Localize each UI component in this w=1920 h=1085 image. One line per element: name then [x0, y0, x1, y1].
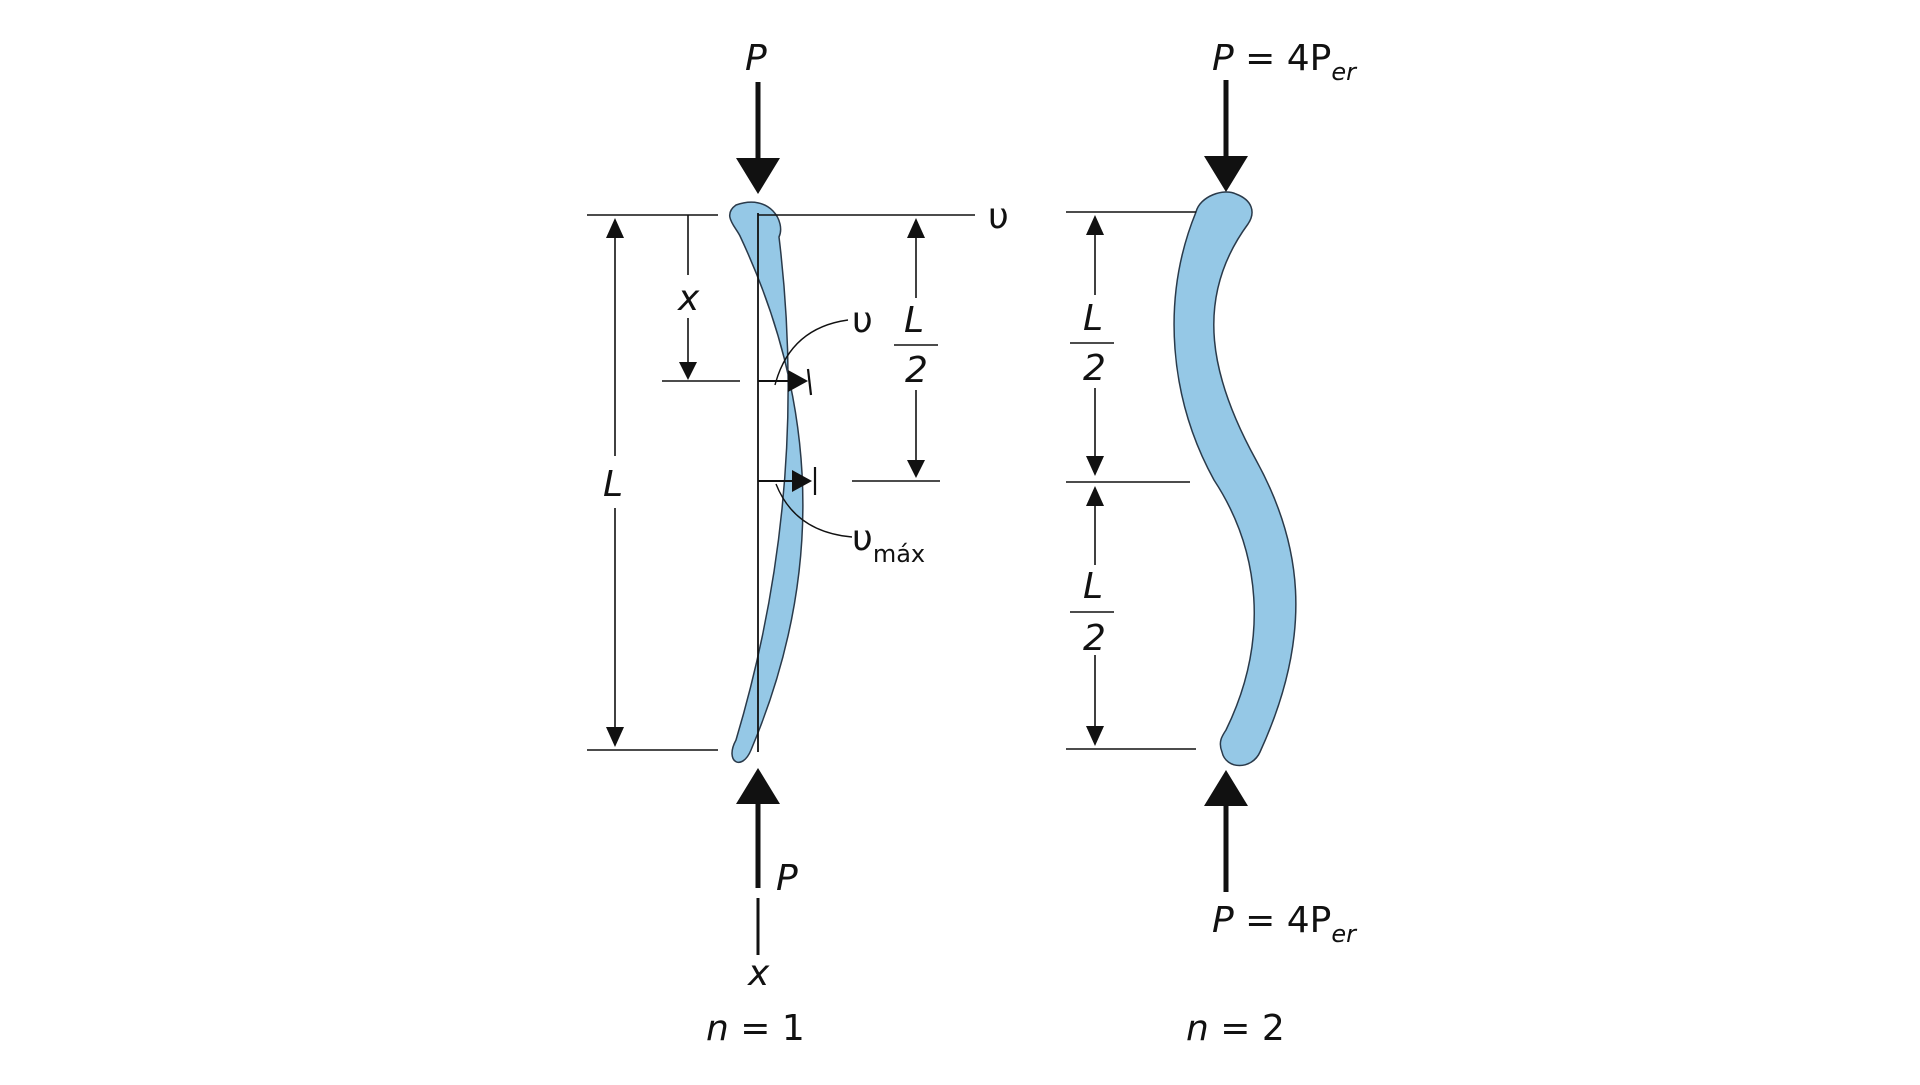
right-top-load-label: P = 4Per — [1212, 38, 1358, 86]
left-vmax-sub: máx — [873, 540, 925, 568]
right-bottom-load-rest: = 4P — [1234, 900, 1332, 941]
right-mode-label: n = 2 — [1186, 1008, 1285, 1049]
right-top-load-main: P — [1212, 38, 1234, 79]
left-half-numerator: L — [904, 300, 924, 341]
left-diagram: P υ P x L — [587, 38, 1009, 1049]
left-L-dimension — [587, 214, 718, 751]
left-top-load-label: P — [745, 38, 767, 79]
right-top-load-sub: er — [1331, 58, 1358, 86]
left-buckled-column — [729, 201, 804, 763]
right-mode-eq: = 2 — [1209, 1008, 1285, 1049]
right-upper-half-dimension — [1070, 215, 1114, 476]
left-half-L-dimension — [852, 218, 940, 482]
right-bottom-load-sub: er — [1331, 920, 1358, 948]
right-lower-half-dimension — [1070, 486, 1114, 746]
right-mode-n: n — [1186, 1008, 1209, 1049]
right-lower-half-numerator: L — [1083, 566, 1103, 607]
left-L-label: L — [603, 464, 623, 505]
left-vmax-main: υ — [852, 518, 873, 559]
right-upper-half-denominator: 2 — [1083, 348, 1106, 389]
right-upper-half-numerator: L — [1083, 298, 1103, 339]
right-buckled-column — [1173, 191, 1297, 767]
left-x-dimension — [662, 215, 740, 382]
left-top-load-arrow — [736, 82, 780, 194]
right-lower-half-denominator: 2 — [1083, 618, 1106, 659]
left-v-axis-label: υ — [988, 196, 1009, 237]
left-deflection-v-label: υ — [852, 300, 873, 341]
right-top-load-rest: = 4P — [1234, 38, 1332, 79]
left-vmax-label: υmáx — [852, 518, 925, 568]
left-deflection-v-marker — [758, 319, 849, 396]
right-top-load-arrow — [1204, 80, 1248, 192]
left-vmax-marker — [758, 467, 853, 538]
left-bottom-load-arrow — [736, 768, 780, 955]
left-mode-label: n = 1 — [706, 1008, 805, 1049]
left-bottom-load-label: P — [776, 858, 798, 899]
left-x-label: x — [677, 278, 700, 319]
left-mode-eq: = 1 — [729, 1008, 805, 1049]
left-axis-x-label: x — [747, 953, 770, 994]
left-mode-n: n — [706, 1008, 729, 1049]
left-half-denominator: 2 — [905, 350, 928, 391]
right-bottom-load-main: P — [1212, 900, 1234, 941]
right-bottom-load-label: P = 4Per — [1212, 900, 1358, 948]
right-bottom-load-arrow — [1204, 770, 1248, 892]
right-diagram: P = 4Per L 2 L 2 — [1066, 38, 1358, 1049]
